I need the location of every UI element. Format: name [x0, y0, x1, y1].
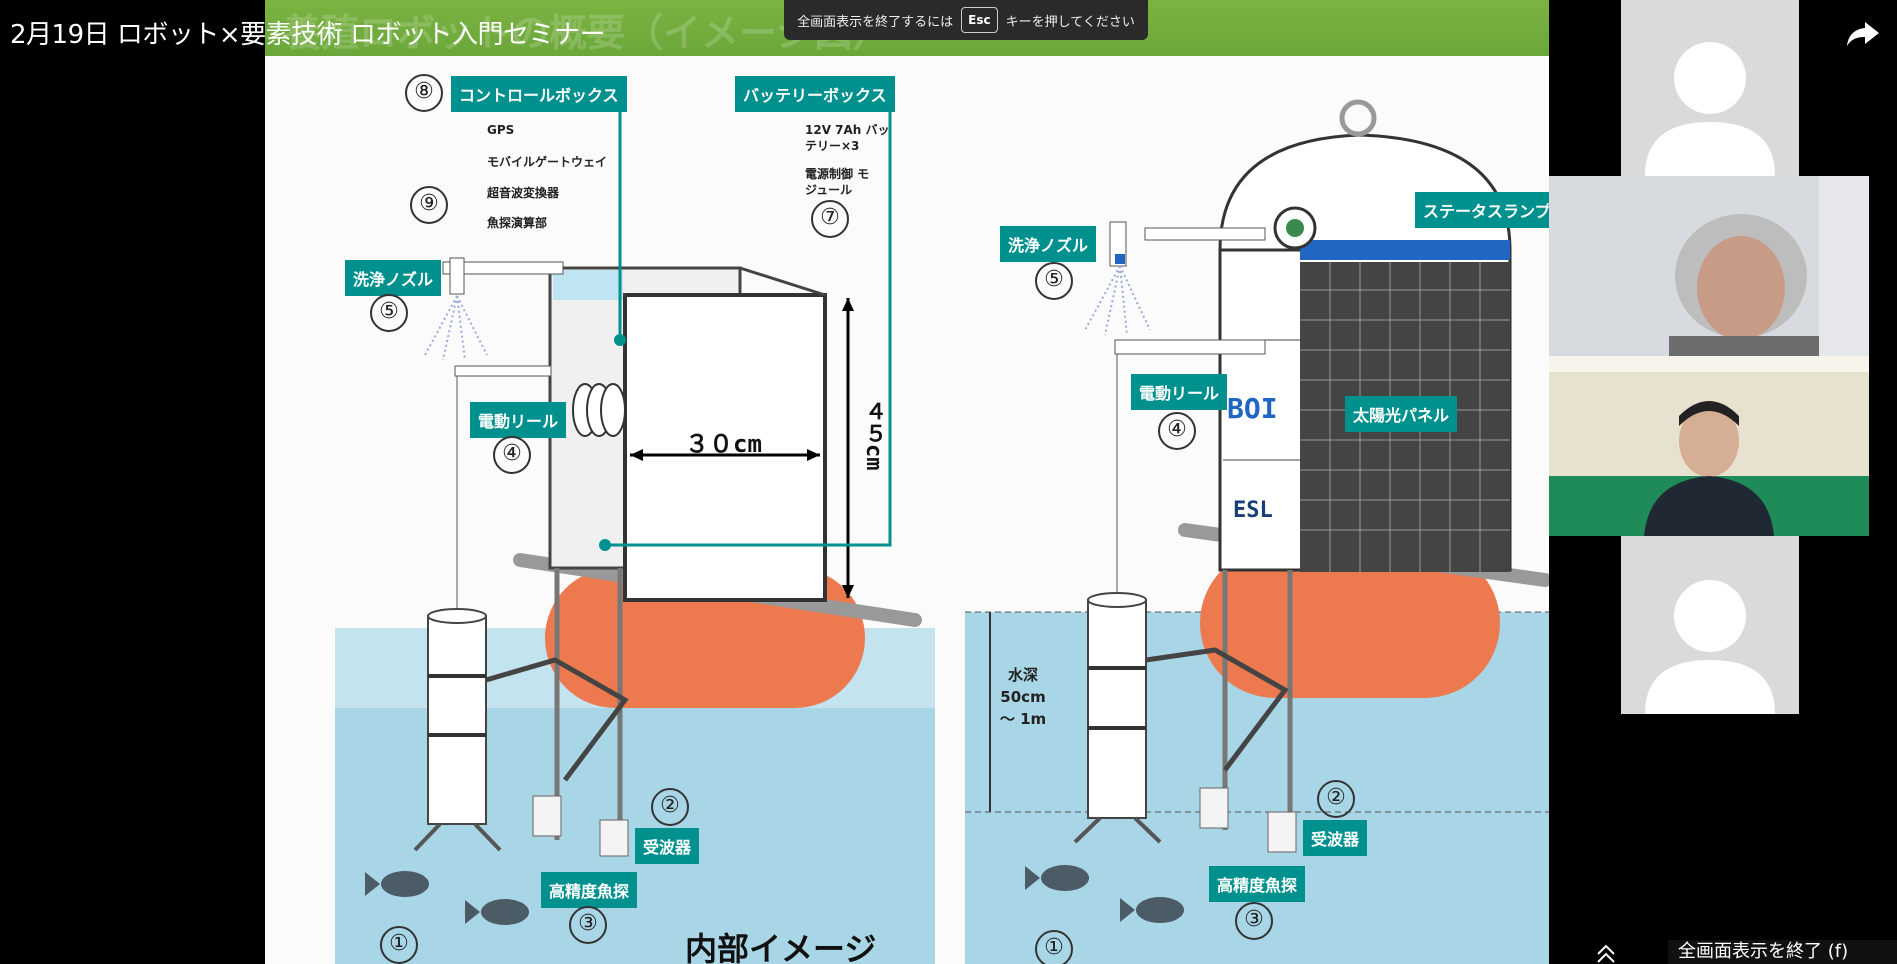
video-feed-icon — [1549, 176, 1869, 356]
tag-fishfinder-left: 高精度魚探 — [541, 872, 638, 908]
participant-tile-4[interactable] — [1549, 536, 1869, 714]
right-sensor-cylinder — [1087, 599, 1147, 819]
participant-tile-3[interactable] — [1549, 356, 1869, 536]
label-depth: 水深 50cm 〜 1m — [999, 666, 1047, 728]
caption-inner-image: 内部イメージ — [685, 930, 877, 964]
label-power-module: 電源制御 モジュール — [805, 167, 870, 197]
dim-height: ４５cm — [861, 400, 886, 471]
logo-esl: ESL — [1233, 498, 1273, 523]
num-8: ⑧ — [405, 74, 443, 112]
esc-notice-suffix: キーを押してください — [1005, 14, 1135, 30]
dim-width: ３０cm — [685, 430, 762, 458]
chevron-up-icon[interactable] — [1594, 940, 1618, 964]
presentation-slide: 養殖ロボットの概要（イメージ図） — [265, 0, 1549, 964]
tag-status-lamp: ステータスランプ — [1415, 192, 1549, 228]
num-9: ⑨ — [410, 186, 448, 224]
tag-reel-left: 電動リール — [470, 402, 567, 438]
num-5-right: ⑤ — [1035, 262, 1073, 300]
label-fish-calc: 魚探演算部 — [487, 216, 548, 230]
tag-control-box: コントロールボックス — [451, 76, 627, 112]
avatar-placeholder-icon — [1645, 580, 1775, 714]
tag-battery-box: バッテリーボックス — [735, 76, 895, 112]
left-sensor-cylinder — [427, 615, 487, 825]
esc-notice-prefix: 全画面表示を終了するには — [797, 14, 954, 30]
esc-key: Esc — [961, 7, 998, 33]
tag-solar-panel: 太陽光パネル — [1345, 396, 1458, 432]
avatar-placeholder-icon — [1645, 42, 1775, 176]
tag-receiver-left: 受波器 — [635, 828, 700, 864]
video-title: 2月19日 ロボット×要素技術 ロボット入門セミナー — [10, 20, 605, 50]
num-2-left: ② — [651, 788, 689, 826]
label-gps: GPS — [487, 123, 515, 137]
esc-notice: 全画面表示を終了するには Esc キーを押してください — [784, 0, 1148, 40]
label-gateway: モバイルゲートウェイ — [487, 155, 608, 169]
tag-reel-right: 電動リール — [1131, 374, 1228, 410]
num-4-left: ④ — [493, 436, 531, 474]
participant-tile-2[interactable] — [1549, 176, 1869, 356]
num-3-right: ③ — [1235, 902, 1273, 940]
tag-nozzle-right: 洗浄ノズル — [1000, 226, 1097, 262]
num-3-left: ③ — [569, 906, 607, 944]
num-7: ⑦ — [811, 200, 849, 238]
participant-tile-1[interactable] — [1549, 0, 1869, 176]
tag-receiver-right: 受波器 — [1303, 820, 1368, 856]
participant-gallery — [1549, 0, 1869, 714]
share-arrow-icon[interactable] — [1845, 18, 1881, 48]
num-5-left: ⑤ — [370, 294, 408, 332]
num-1-left: ① — [380, 926, 418, 964]
logo-boi: BOI — [1227, 392, 1278, 425]
num-2-right: ② — [1317, 780, 1355, 818]
exit-fullscreen-button[interactable]: 全画面表示を終了 (f) — [1668, 940, 1897, 964]
tag-nozzle-left: 洗浄ノズル — [345, 260, 442, 296]
num-1-right: ① — [1035, 930, 1073, 964]
label-battery: 12V 7Ah バッテリー×3 — [805, 123, 890, 153]
num-4-right: ④ — [1158, 412, 1196, 450]
tag-fishfinder-right: 高精度魚探 — [1209, 866, 1306, 902]
video-feed-icon — [1549, 356, 1869, 536]
label-ultrasonic: 超音波変換器 — [487, 186, 560, 200]
